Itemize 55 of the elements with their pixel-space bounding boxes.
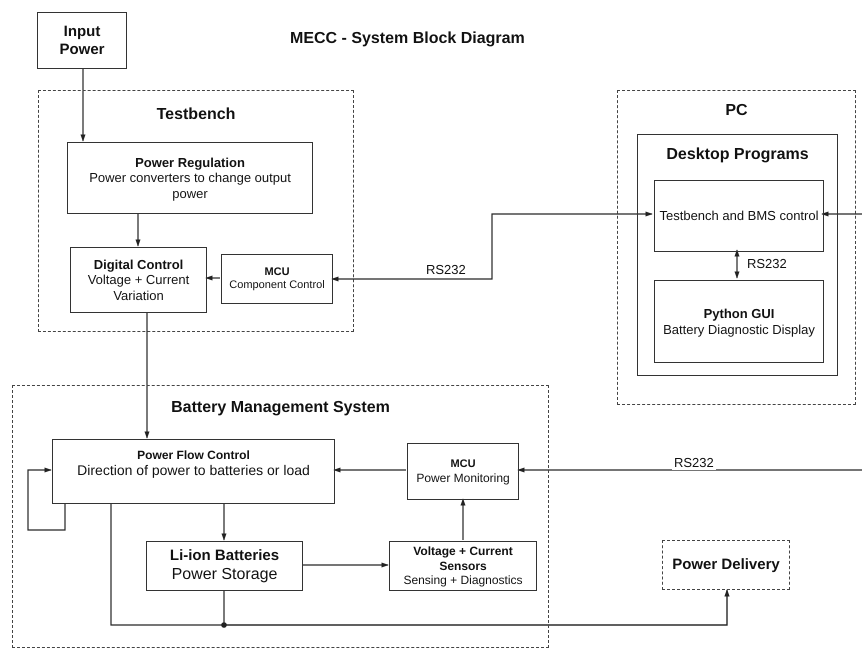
process-box bbox=[70, 247, 207, 313]
group-title: Desktop Programs bbox=[665, 145, 810, 164]
block-description: Power Storage bbox=[170, 565, 278, 585]
external-block bbox=[662, 540, 790, 590]
arrow bbox=[221, 503, 227, 541]
process-box bbox=[407, 443, 519, 500]
group-container bbox=[637, 134, 838, 376]
arrow bbox=[80, 69, 86, 142]
block-heading: Power Regulation bbox=[134, 154, 246, 170]
group-title: PC bbox=[724, 101, 749, 120]
process-box bbox=[654, 180, 824, 252]
block-description: Sensing + Diagnostics bbox=[402, 573, 524, 588]
block-description: Voltage + Current Variation bbox=[86, 272, 190, 304]
block-description: Power converters to change output power bbox=[88, 170, 292, 202]
block-heading: Python GUI bbox=[702, 306, 776, 322]
arrow bbox=[517, 467, 862, 473]
arrow bbox=[460, 498, 466, 540]
group-container bbox=[12, 385, 549, 648]
block-description: Power Delivery bbox=[671, 556, 781, 574]
process-box bbox=[654, 280, 824, 363]
diagram-title: MECC - System Block Diagram bbox=[290, 30, 525, 48]
process-box bbox=[146, 541, 303, 591]
block-description: Testbench and BMS control bbox=[658, 208, 820, 224]
block-heading: Voltage + Current Sensors bbox=[412, 544, 514, 574]
block-heading: MCU bbox=[263, 266, 291, 279]
block-heading: Power Flow Control bbox=[136, 448, 251, 462]
process-box bbox=[52, 439, 335, 504]
arrow bbox=[135, 213, 141, 247]
block-description: Input Power bbox=[58, 22, 106, 58]
block-heading: Digital Control bbox=[92, 256, 184, 272]
group-container bbox=[38, 90, 354, 332]
arrow bbox=[144, 312, 150, 439]
edge-label: RS232 bbox=[424, 262, 468, 277]
block-description: Component Control bbox=[228, 279, 326, 292]
edge-label: RS232 bbox=[745, 256, 789, 271]
process-box bbox=[221, 254, 333, 304]
arrow bbox=[331, 211, 653, 282]
block-heading: Li-ion Batteries bbox=[168, 547, 280, 566]
process-box bbox=[67, 142, 313, 214]
arrow bbox=[302, 562, 389, 568]
group-title: Battery Management System bbox=[170, 398, 391, 418]
block-description: Power Monitoring bbox=[415, 470, 511, 486]
arrow bbox=[205, 275, 220, 281]
process-box bbox=[389, 541, 537, 591]
block-heading: MCU bbox=[449, 458, 477, 471]
arrow bbox=[734, 249, 740, 279]
arrow bbox=[333, 467, 406, 473]
block-description: Battery Diagnostic Display bbox=[662, 322, 816, 338]
group-title: Testbench bbox=[156, 105, 236, 124]
block-description: Direction of power to batteries or load bbox=[76, 462, 311, 480]
arrow bbox=[821, 211, 862, 217]
process-box bbox=[37, 12, 127, 69]
arrow bbox=[223, 589, 730, 626]
edge-label: RS232 bbox=[672, 455, 716, 470]
arrow bbox=[27, 467, 66, 531]
